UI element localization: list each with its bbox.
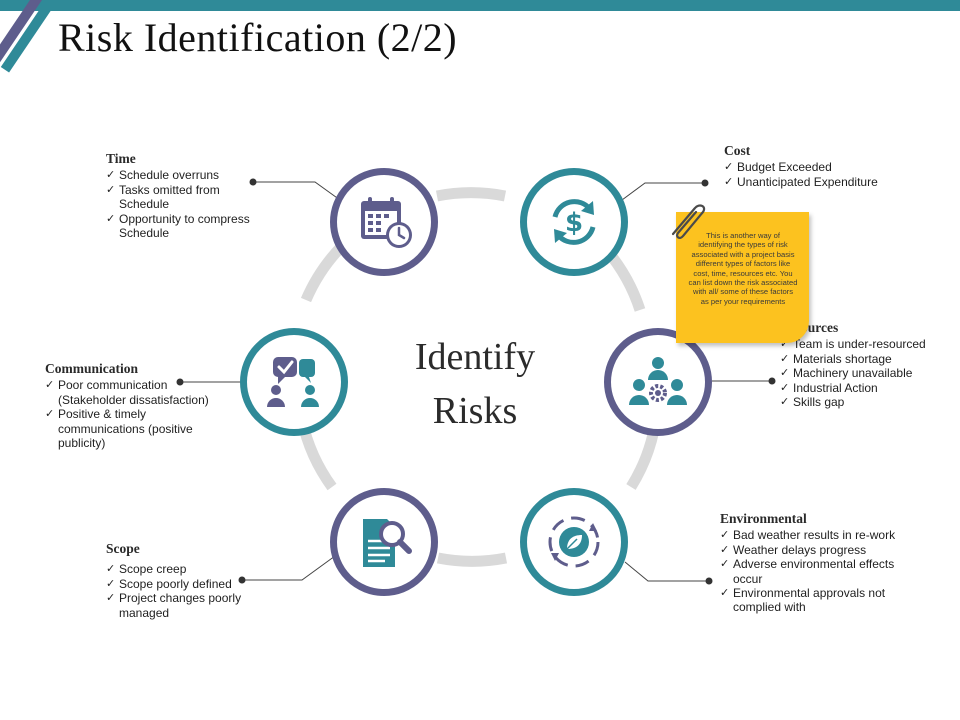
top-accent-bar: [0, 0, 960, 11]
environmental-list: Bad weather results in re-work Weather d…: [720, 528, 920, 614]
resources-item: Skills gap: [780, 395, 930, 410]
communication-item: Poor communication (Stakeholder dissatis…: [45, 378, 215, 407]
scope-item: Scope poorly defined: [106, 577, 256, 592]
scope-node: [330, 488, 438, 596]
dollar-cycle-icon: $: [552, 199, 596, 245]
resources-item: Team is under-resourced: [780, 337, 930, 352]
slide-title: Risk Identification (2/2): [58, 15, 458, 60]
environmental-text-block: Environmental Bad weather results in re-…: [720, 511, 920, 615]
communication-text-block: Communication Poor communication (Stakeh…: [45, 361, 215, 450]
document-magnifier-icon: [363, 519, 412, 567]
time-text-block: Time Schedule overruns Tasks omitted fro…: [106, 151, 256, 240]
scope-text-block: Scope Scope creep Scope poorly defined P…: [106, 541, 256, 620]
environmental-item: Adverse environmental effects occur: [720, 557, 920, 586]
resources-list: Team is under-resourced Materials shorta…: [780, 337, 930, 409]
environmental-node: [520, 488, 628, 596]
resources-item: Industrial Action: [780, 381, 930, 396]
environmental-item: Bad weather results in re-work: [720, 528, 920, 543]
center-title: Identify Risks: [380, 330, 570, 438]
resources-item: Materials shortage: [780, 352, 930, 367]
communication-list: Poor communication (Stakeholder dissatis…: [45, 378, 215, 450]
cost-list: Budget Exceeded Unanticipated Expenditur…: [724, 160, 924, 189]
time-list: Schedule overruns Tasks omitted from Sch…: [106, 168, 256, 240]
sticky-note: This is another way of identifying the t…: [676, 212, 809, 343]
cost-node: $: [520, 168, 628, 276]
chat-people-icon: [267, 357, 319, 407]
communication-node: [240, 328, 348, 436]
center-title-line-1: Identify: [414, 336, 536, 378]
cost-item: Budget Exceeded: [724, 160, 924, 175]
scope-heading: Scope: [106, 541, 140, 556]
paperclip-icon: [671, 204, 706, 239]
environmental-item: Weather delays progress: [720, 543, 920, 558]
time-node: [330, 168, 438, 276]
environmental-heading: Environmental: [720, 511, 807, 526]
resources-node: [604, 328, 712, 436]
svg-text:$: $: [565, 208, 583, 238]
resources-item: Machinery unavailable: [780, 366, 930, 381]
scope-list: Scope creep Scope poorly defined Project…: [106, 562, 256, 620]
time-item: Tasks omitted from Schedule: [106, 183, 256, 212]
communication-item: Positive & timely communications (positi…: [45, 407, 215, 450]
time-item: Schedule overruns: [106, 168, 256, 183]
environmental-item: Environmental approvals not complied wit…: [720, 586, 920, 615]
scope-item: Project changes poorly managed: [106, 591, 256, 620]
cost-heading: Cost: [724, 143, 751, 158]
communication-heading: Communication: [45, 361, 139, 376]
sticky-note-text: This is another way of identifying the t…: [688, 231, 798, 306]
cost-text-block: Cost Budget Exceeded Unanticipated Expen…: [724, 143, 924, 190]
team-gear-icon: [629, 357, 687, 405]
cost-item: Unanticipated Expenditure: [724, 175, 924, 190]
scope-item: Scope creep: [106, 562, 256, 577]
time-item: Opportunity to compress Schedule: [106, 212, 256, 241]
time-heading: Time: [106, 151, 136, 166]
connector-lines: [180, 181, 772, 582]
leaf-cycle-icon: [548, 516, 600, 568]
center-title-line-2: Risks: [432, 390, 518, 432]
calendar-clock-icon: [361, 197, 412, 248]
